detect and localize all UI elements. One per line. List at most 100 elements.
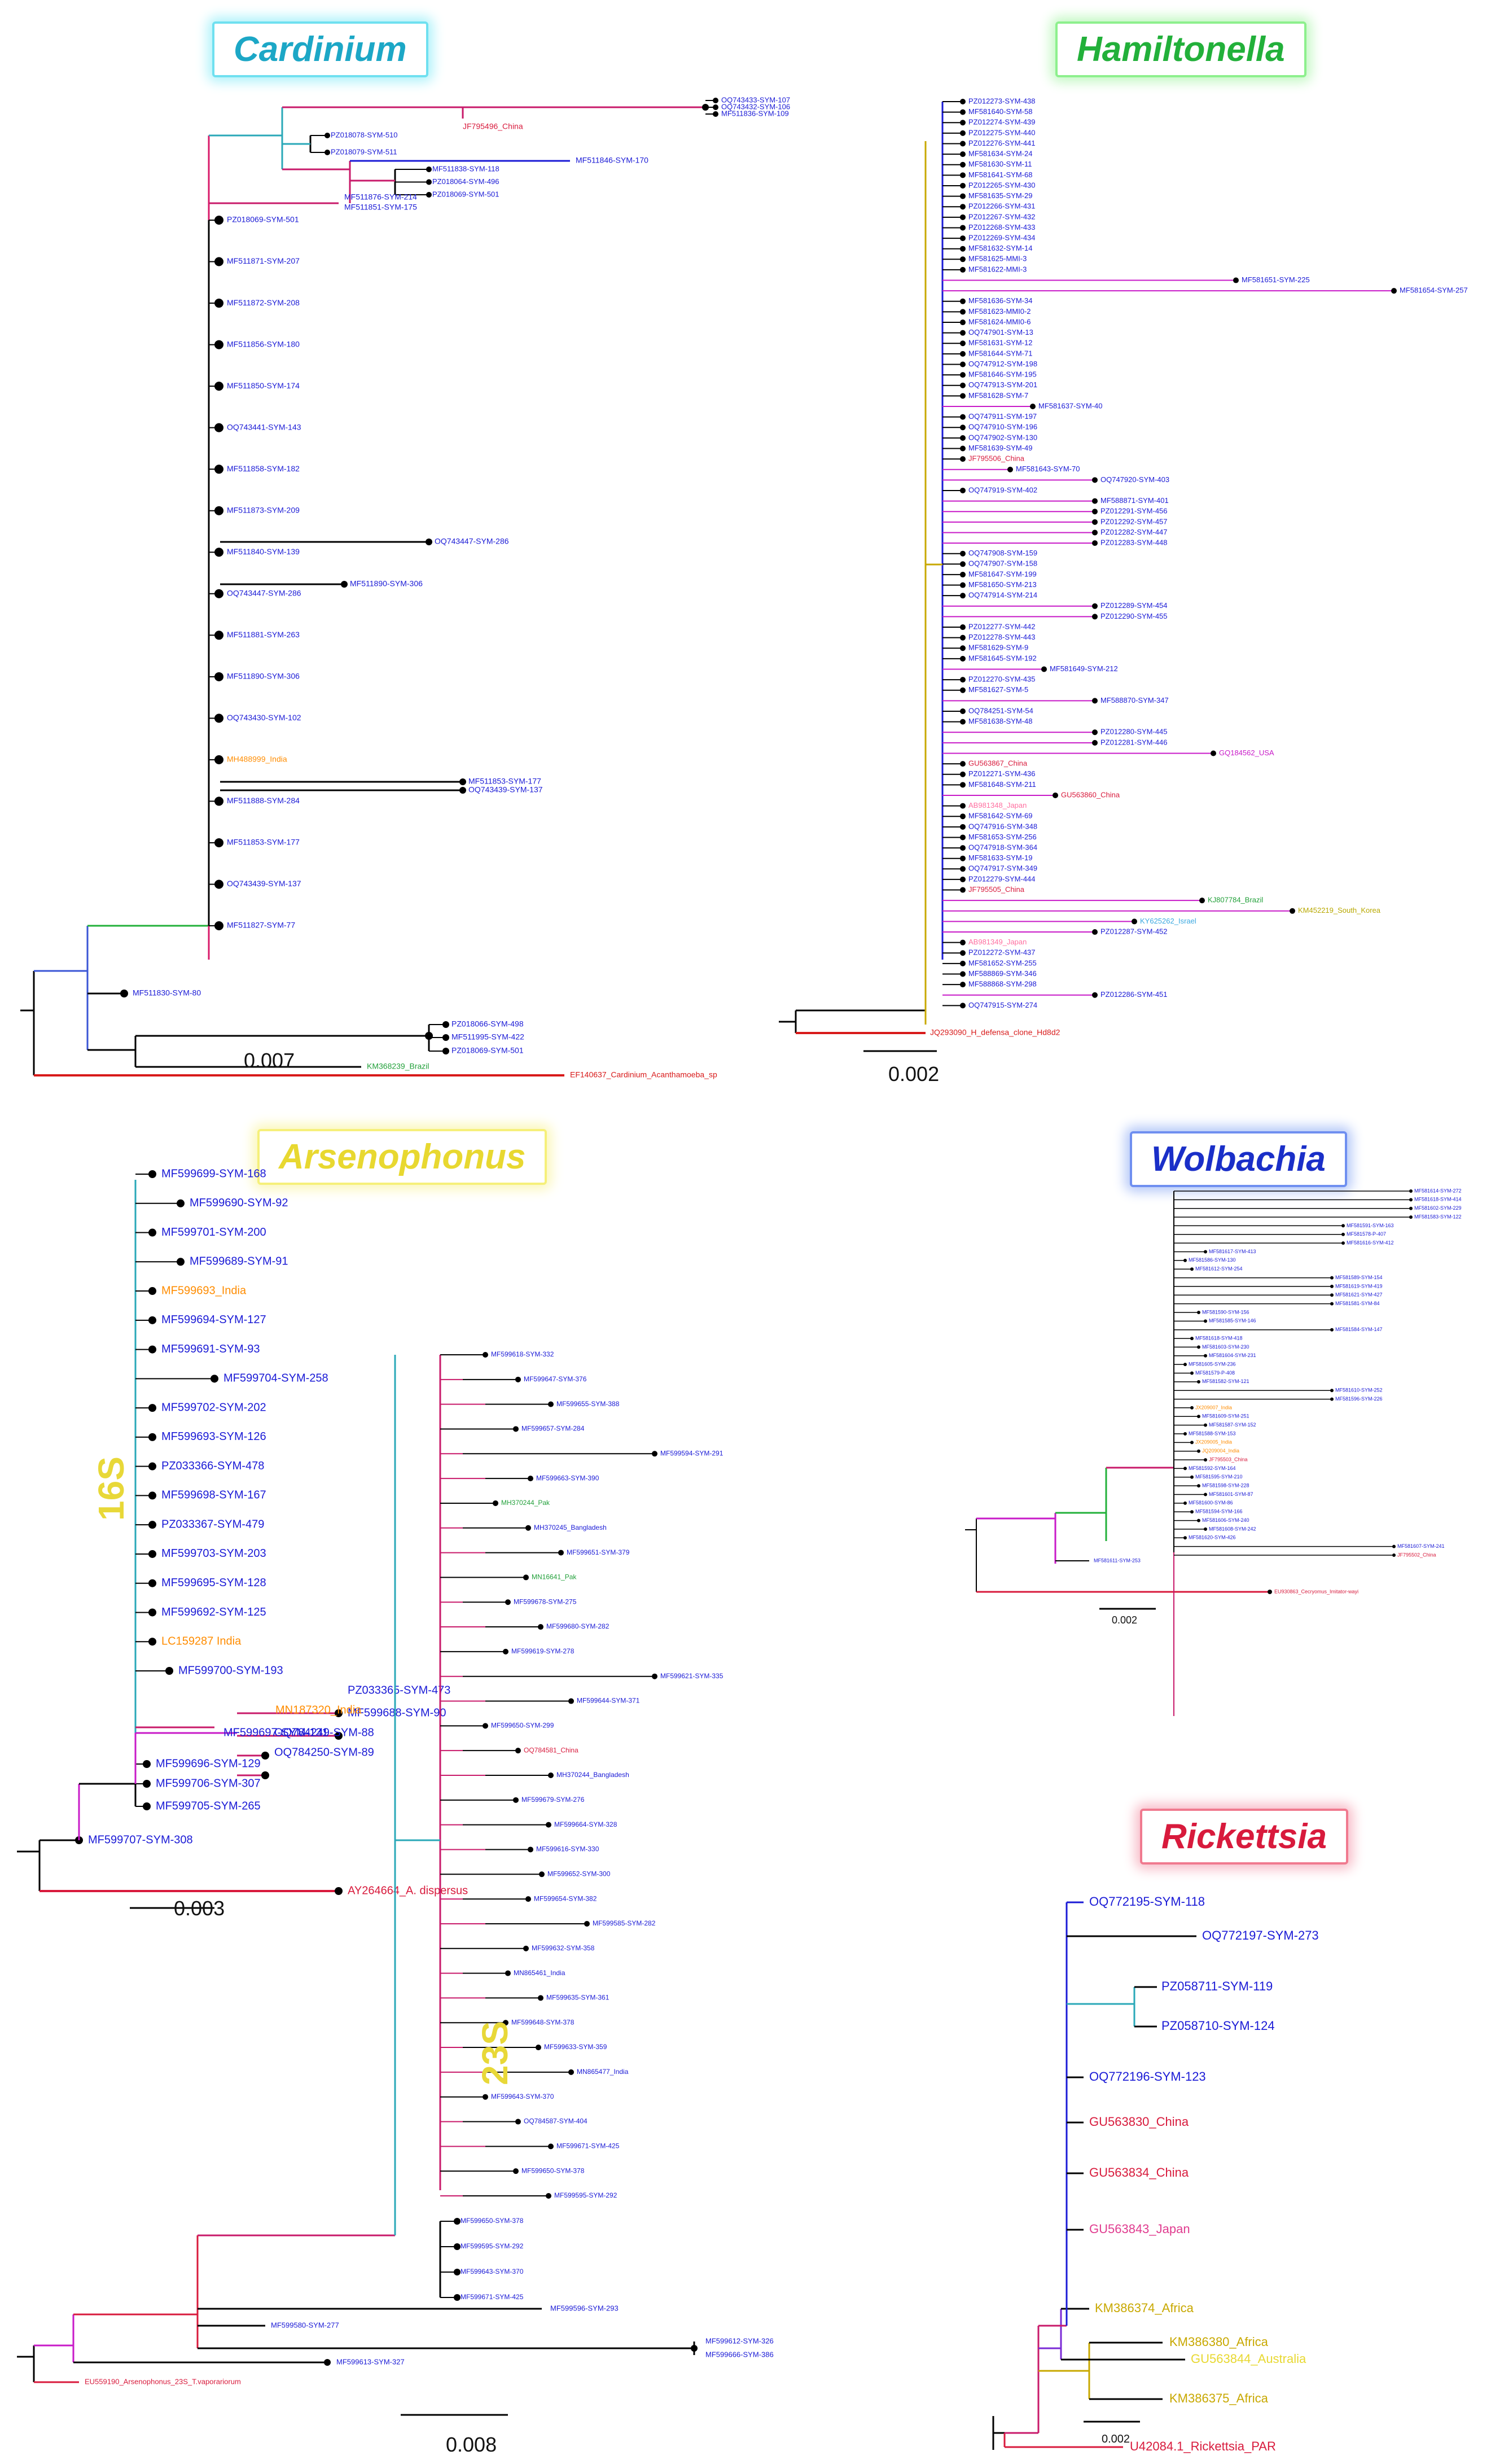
- taxon-label: MN187320_India: [275, 1704, 362, 1716]
- taxon-label: MN16641_Pak: [532, 1573, 577, 1581]
- taxon-label: MF599695-SYM-128: [161, 1577, 266, 1589]
- taxon-label: MF581627-SYM-5: [968, 685, 1028, 694]
- node-dot: [1190, 1337, 1194, 1341]
- taxon-label: MF599671-SYM-425: [556, 2142, 620, 2150]
- taxon-label: GU563860_China: [1061, 790, 1120, 799]
- node-dot: [1330, 1276, 1334, 1280]
- taxon-label: MF588871-SYM-401: [1100, 496, 1169, 505]
- wolbachia-scale-label: 0.002: [1112, 1614, 1138, 1626]
- node-dot: [1409, 1206, 1413, 1210]
- leaf-node: [214, 382, 223, 391]
- node-dot: [1041, 666, 1047, 672]
- node-dot: [513, 1797, 519, 1803]
- cardinium-title: Cardinium: [212, 21, 428, 77]
- node-dot: [960, 120, 966, 126]
- taxon-label: MF599616-SYM-330: [536, 1845, 599, 1853]
- leaf-node: [214, 216, 223, 225]
- taxon-label: KM386375_Africa: [1169, 2391, 1269, 2405]
- taxon-label: PZ012281-SYM-446: [1100, 738, 1168, 746]
- node-dot: [539, 1871, 545, 1877]
- taxon-label: MF599651-SYM-379: [567, 1548, 630, 1556]
- taxon-label: MF581605-SYM-236: [1189, 1362, 1236, 1367]
- arsenophonus-title: Arsenophonus: [257, 1129, 547, 1185]
- node-dot: [148, 1228, 156, 1237]
- leaf-node: [214, 755, 223, 764]
- taxon-label: MF581619-SYM-419: [1335, 1283, 1383, 1289]
- node-dot: [1190, 1267, 1194, 1271]
- taxon-label: OQ747911-SYM-197: [968, 412, 1037, 421]
- taxon-label: MF581594-SYM-166: [1195, 1509, 1243, 1515]
- node-dot: [335, 1732, 343, 1740]
- taxon-label: MF599643-SYM-370: [491, 2093, 554, 2100]
- node-dot: [1197, 1415, 1200, 1419]
- taxon-label: MF599585-SYM-282: [593, 1919, 656, 1927]
- node-dot: [960, 393, 966, 399]
- taxon-label: MF511881-SYM-263: [227, 630, 300, 639]
- taxon-label: MF599632-SYM-358: [532, 1944, 595, 1952]
- node-dot: [584, 1920, 590, 1927]
- taxon-label: OQ747910-SYM-196: [968, 423, 1037, 431]
- node-dot: [493, 1500, 498, 1506]
- node-dot: [324, 2359, 331, 2366]
- taxon-label: OQ772195-SYM-118: [1089, 1894, 1205, 1909]
- node-dot: [960, 435, 966, 441]
- taxon-label: MF599595-SYM-292: [554, 2191, 617, 2199]
- node-dot: [538, 1624, 543, 1630]
- hamiltonella-scale-label: 0.002: [888, 1062, 940, 1086]
- taxon-label: OQ784249-SYM-88: [274, 1726, 374, 1739]
- taxon-label: MF511876-SYM-214: [344, 192, 417, 202]
- wolbachia-title: Wolbachia: [1130, 1131, 1347, 1187]
- taxon-label: MF599696-SYM-129: [156, 1757, 261, 1770]
- taxon-label: MF581617-SYM-413: [1209, 1249, 1256, 1254]
- leaf-node: [214, 672, 223, 681]
- taxon-label: JX209007_India: [1195, 1404, 1232, 1410]
- taxon-label: KJ807784_Brazil: [1208, 896, 1263, 904]
- leaf-node: [426, 192, 432, 198]
- taxon-label: JF795503_China: [1209, 1456, 1248, 1462]
- taxon-label: OQ747917-SYM-349: [968, 864, 1037, 873]
- node-dot: [148, 1579, 156, 1587]
- node-dot: [165, 1667, 173, 1675]
- node-dot: [652, 1451, 657, 1457]
- taxon-label: MF511836-SYM-109: [721, 109, 789, 117]
- node-dot: [960, 172, 966, 178]
- taxon-label: MF581620-SYM-426: [1189, 1535, 1236, 1540]
- taxon-label: PZ012265-SYM-430: [968, 181, 1036, 189]
- gene-23s-label: 23S: [474, 2021, 515, 2085]
- taxon-label: MF581588-SYM-153: [1189, 1430, 1236, 1436]
- arsenophonus-16s-scale-label: 0.003: [174, 1897, 225, 1920]
- taxon-label: MF581598-SYM-228: [1202, 1483, 1249, 1489]
- taxon-label: MF599654-SYM-382: [534, 1894, 597, 1902]
- taxon-label: MF581621-SYM-427: [1335, 1292, 1383, 1298]
- arsenophonus-23s-scale-label: 0.008: [446, 2433, 497, 2456]
- taxon-label: GU563843_Japan: [1089, 2222, 1190, 2236]
- hamiltonella-tree: JQ293090_H_defensa_clone_Hd8d2PZ012273-S…: [779, 97, 1468, 1052]
- node-dot: [1183, 1258, 1187, 1262]
- taxon-label: MF581647-SYM-199: [968, 570, 1037, 578]
- taxon-label: MF511840-SYM-139: [227, 547, 300, 556]
- taxon-label: MF581635-SYM-29: [968, 191, 1032, 200]
- taxon-label: MF599689-SYM-91: [190, 1255, 288, 1268]
- node-dot: [515, 1376, 521, 1382]
- node-dot: [1211, 750, 1216, 756]
- node-dot: [960, 130, 966, 136]
- taxon-label: MF599707-SYM-308: [88, 1833, 193, 1846]
- taxon-label: U42084.1_Rickettsia_PAR: [1130, 2439, 1276, 2453]
- node-dot: [1092, 529, 1098, 536]
- node-dot: [960, 309, 966, 315]
- taxon-label: PZ012278-SYM-443: [968, 633, 1036, 641]
- taxon-label: MF599666-SYM-386: [705, 2350, 774, 2358]
- taxon-label: OQ784250-SYM-89: [274, 1746, 374, 1758]
- wolbachia-panel: Wolbachia EU930863_Cecryomus_Imitator-wa…: [948, 1106, 1504, 1784]
- node-dot: [960, 708, 966, 714]
- node-dot: [960, 582, 966, 588]
- taxon-label: MF599644-SYM-371: [577, 1697, 640, 1705]
- taxon-label: OQ743439-SYM-137: [468, 785, 543, 794]
- node-dot: [505, 1599, 511, 1605]
- node-dot: [960, 340, 966, 347]
- taxon-label: MF581591-SYM-163: [1347, 1223, 1394, 1228]
- taxon-label: MF599618-SYM-332: [491, 1350, 554, 1358]
- node-dot: [568, 2069, 574, 2075]
- node-dot: [960, 456, 966, 462]
- taxon-label: MF581632-SYM-14: [968, 244, 1032, 252]
